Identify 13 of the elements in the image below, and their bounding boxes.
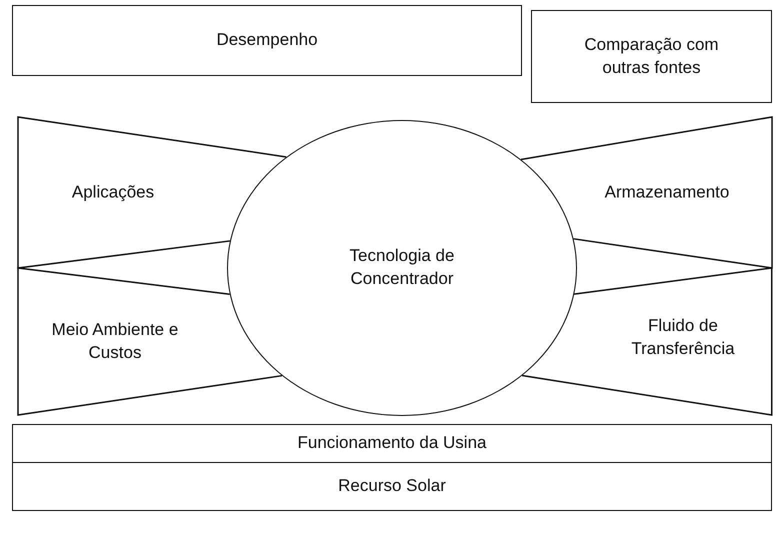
text-box: Recurso Solar <box>12 462 772 511</box>
panel-label: Meio Ambiente e Custos <box>50 319 180 364</box>
panel-label: Aplicações <box>70 182 156 204</box>
trapezoid-panel <box>520 117 772 268</box>
text-box: Comparação com outras fontes <box>531 10 772 103</box>
text-box: Funcionamento da Usina <box>12 424 772 463</box>
trapezoid-panel <box>18 268 282 415</box>
trapezoid-panel <box>18 117 286 268</box>
circle-node: Tecnologia de Concentrador <box>227 120 577 416</box>
text-box: Desempenho <box>12 5 522 76</box>
panel-label: Armazenamento <box>604 182 730 204</box>
panel-label: Fluido de Transferência <box>630 315 736 360</box>
trapezoid-panel <box>522 268 772 415</box>
